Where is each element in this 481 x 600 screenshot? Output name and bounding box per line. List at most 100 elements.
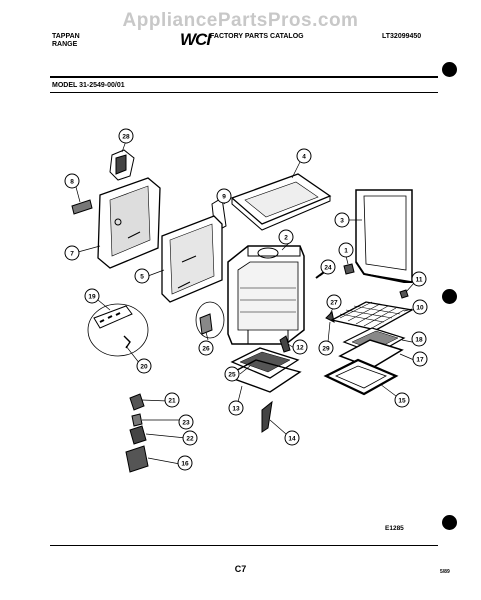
model-number: MODEL 31-2549-00/01	[52, 82, 125, 89]
part-4-top-panel	[230, 173, 332, 231]
callout-2: 2	[278, 229, 294, 245]
callout-label: 7	[70, 250, 74, 257]
brand-line-2: RANGE	[52, 41, 78, 48]
callout-label: 25	[228, 371, 236, 378]
callout-circle	[134, 268, 150, 284]
part-24-pin	[315, 271, 325, 279]
callout-circle	[320, 259, 336, 275]
part-10-oven-rack	[330, 301, 414, 331]
callout-circle	[334, 212, 350, 228]
callout-label: 10	[416, 304, 424, 311]
callout-13: 13	[228, 400, 244, 416]
callout-label: 24	[324, 264, 332, 271]
callout-7: 7	[64, 245, 80, 261]
callout-circle	[326, 294, 342, 310]
callout-circle	[177, 455, 193, 471]
callout-circle	[64, 173, 80, 189]
callout-10: 10	[412, 299, 428, 315]
callout-9: 9	[216, 188, 232, 204]
callout-14: 14	[284, 430, 300, 446]
callout-circle	[296, 148, 312, 164]
callout-3: 3	[334, 212, 350, 228]
part-26-fitting	[199, 313, 213, 335]
model-rule	[50, 92, 438, 93]
part-16-switch	[125, 445, 149, 473]
part-5-side-panel	[161, 215, 223, 303]
footer-rule	[50, 545, 438, 546]
callout-12: 12	[292, 339, 308, 355]
catalog-title: FACTORY PARTS CATALOG	[210, 33, 304, 40]
callout-8: 8	[64, 173, 80, 189]
callout-circle	[284, 430, 300, 446]
part-23-orifice	[131, 413, 143, 427]
callout-label: 2	[284, 234, 288, 241]
part-21-valve	[129, 393, 145, 411]
diagram-code: E1285	[385, 525, 404, 532]
callout-circle	[228, 400, 244, 416]
part-19-burner-bracket	[87, 303, 149, 357]
binder-hole-icon	[442, 515, 457, 530]
callout-label: 17	[416, 356, 424, 363]
print-date: 5/89	[440, 569, 450, 575]
callout-circle	[224, 366, 240, 382]
callout-circle	[178, 414, 194, 430]
part-26-callout-ring	[195, 301, 225, 339]
callout-label: 18	[415, 336, 423, 343]
top-rule	[50, 76, 438, 78]
part-28-bracket	[109, 149, 135, 181]
callout-label: 29	[322, 345, 330, 352]
callout-18: 18	[411, 331, 427, 347]
callout-circle	[318, 340, 334, 356]
callout-label: 28	[122, 133, 130, 140]
brand-line-1: TAPPAN	[52, 33, 80, 40]
callout-label: 9	[222, 193, 226, 200]
callout-26: 26	[198, 340, 214, 356]
callout-circle	[292, 339, 308, 355]
callout-layer: 1234578910111213141516171819202122232425…	[64, 128, 428, 471]
callout-circle	[394, 392, 410, 408]
part-14-leveler	[261, 400, 273, 433]
callout-circle	[64, 245, 80, 261]
part-20-spring	[123, 335, 131, 349]
callout-21: 21	[164, 392, 180, 408]
callout-label: 15	[398, 397, 406, 404]
callout-4: 4	[296, 148, 312, 164]
callout-27: 27	[326, 294, 342, 310]
callout-label: 19	[88, 293, 96, 300]
callout-5: 5	[134, 268, 150, 284]
callout-19: 19	[84, 288, 100, 304]
callout-11: 11	[411, 271, 427, 287]
callout-label: 4	[302, 153, 306, 160]
binder-hole-icon	[442, 289, 457, 304]
callout-circle	[278, 229, 294, 245]
part-3-door-frame	[355, 189, 413, 283]
callout-29: 29	[318, 340, 334, 356]
part-22-fitting	[129, 425, 147, 445]
wci-logo: WCI	[180, 30, 211, 49]
part-1-knob	[343, 263, 355, 275]
callout-circle	[84, 288, 100, 304]
callout-label: 21	[168, 397, 176, 404]
callout-label: 26	[202, 345, 210, 352]
callout-circle	[216, 188, 232, 204]
part-15-door-gasket	[323, 358, 399, 396]
callout-label: 22	[186, 435, 194, 442]
callout-label: 8	[70, 178, 74, 185]
callout-circle	[198, 340, 214, 356]
callout-28: 28	[118, 128, 134, 144]
callout-23: 23	[178, 414, 194, 430]
page-number: C7	[234, 564, 247, 574]
callout-label: 14	[288, 435, 296, 442]
callout-label: 3	[340, 217, 344, 224]
watermark: AppliancePartsPros.com	[122, 10, 359, 31]
callout-label: 12	[296, 344, 304, 351]
callout-circle	[338, 242, 354, 258]
callout-24: 24	[320, 259, 336, 275]
callout-circle	[118, 128, 134, 144]
callout-15: 15	[394, 392, 410, 408]
callout-circle	[136, 358, 152, 374]
callout-circle	[164, 392, 180, 408]
callout-25: 25	[224, 366, 240, 382]
catalog-number: LT32099450	[382, 33, 422, 40]
callout-label: 16	[181, 460, 189, 467]
